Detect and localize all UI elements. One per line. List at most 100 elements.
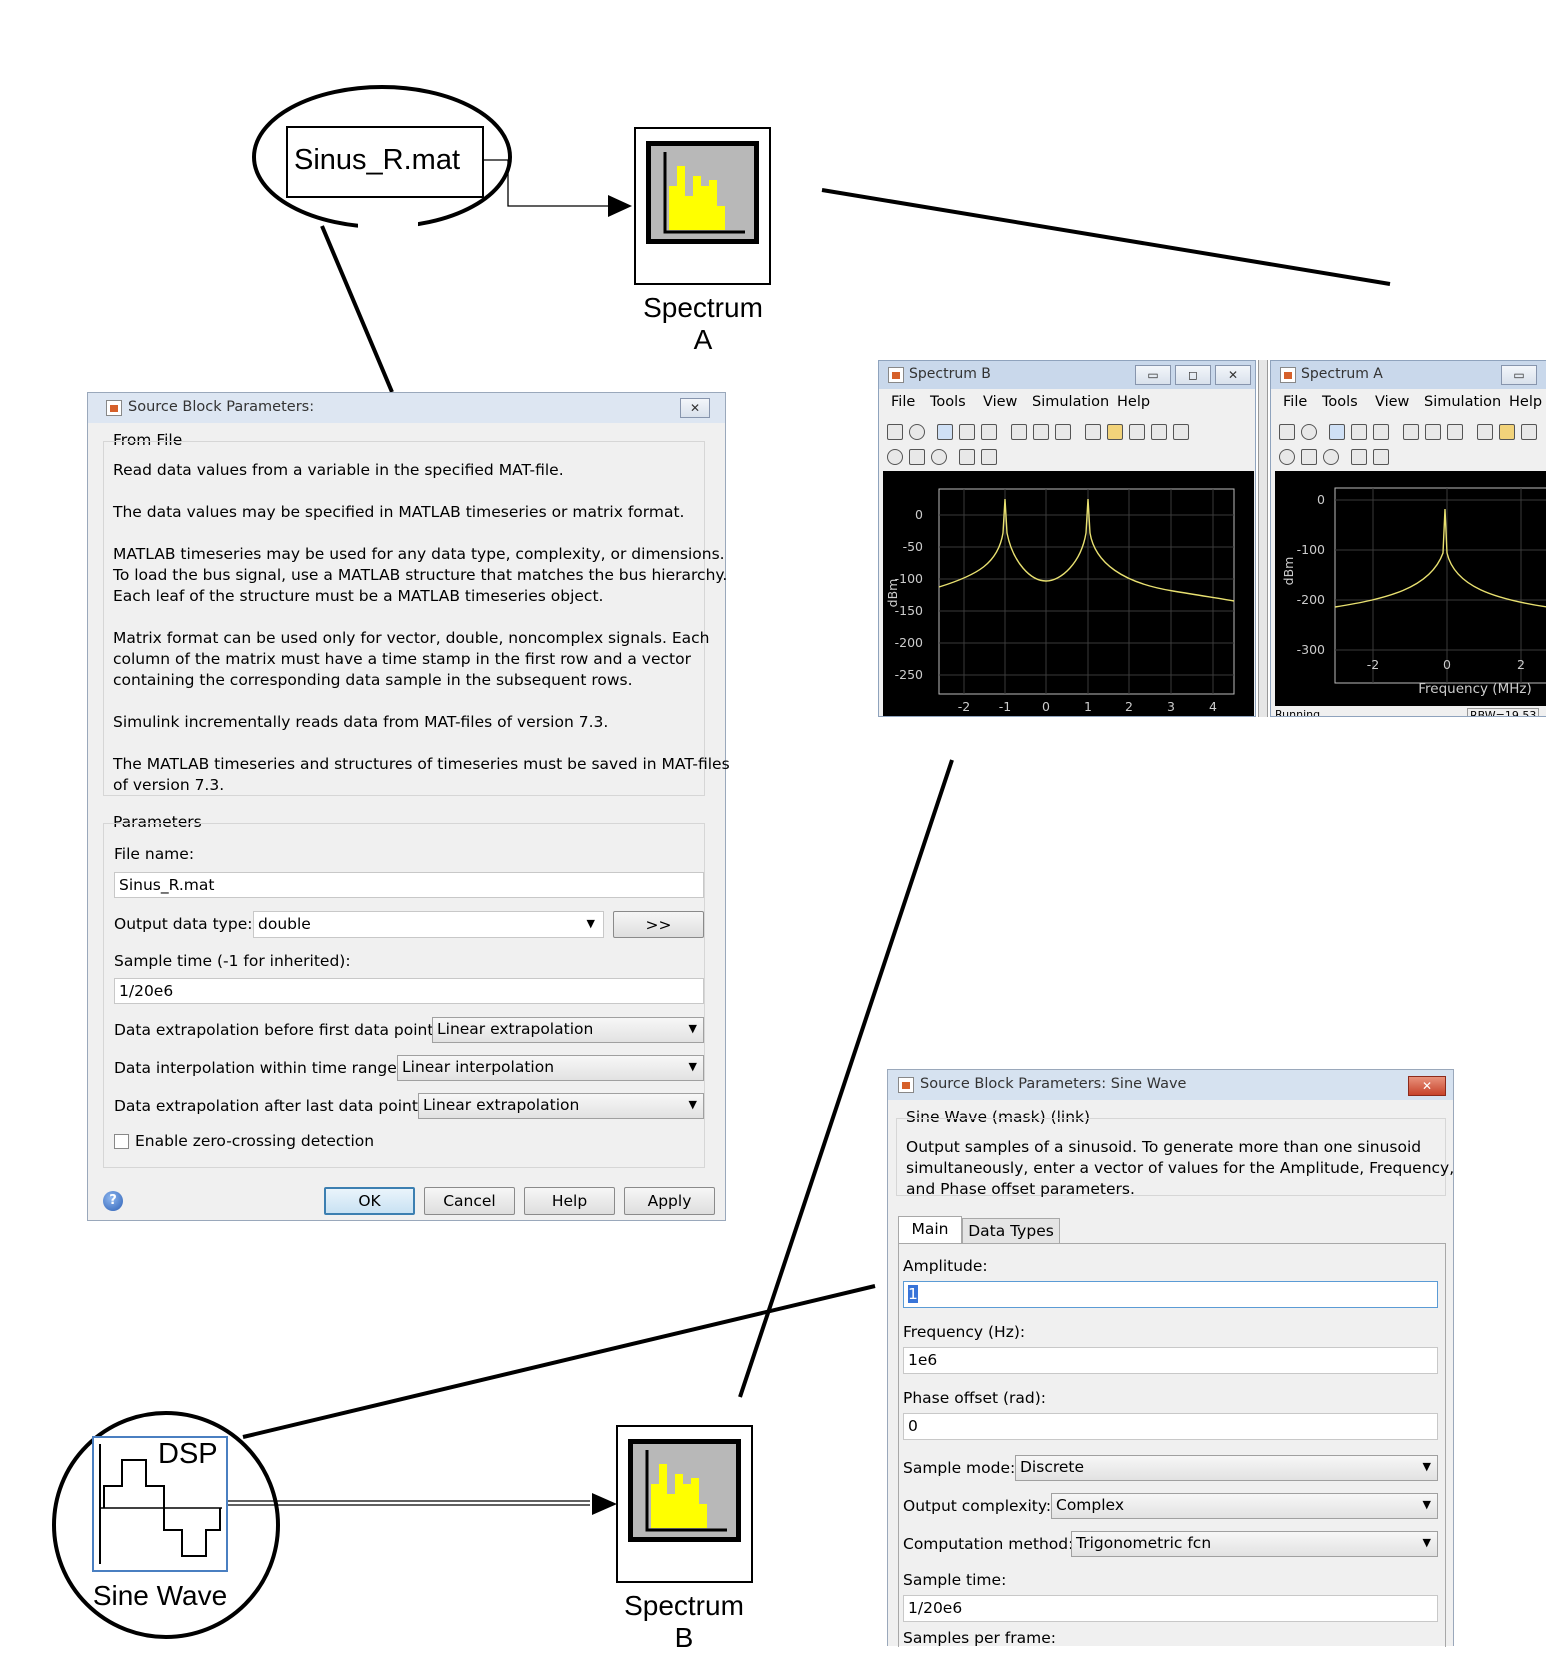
sine-block-tag: DSP — [158, 1438, 218, 1470]
dialog-titlebar[interactable]: Source Block Parameters: ✕ — [88, 393, 725, 423]
scale-y-icon[interactable] — [1033, 424, 1049, 440]
peak-icon[interactable] — [1499, 424, 1515, 440]
extrap-before-select[interactable]: Linear extrapolation ▼ — [432, 1017, 704, 1043]
output-type-combo[interactable]: double ▼ — [253, 911, 604, 938]
signal-line-a — [484, 159, 608, 207]
peak-icon[interactable] — [1107, 424, 1123, 440]
menu-simulation[interactable]: Simulation — [1424, 394, 1502, 410]
output-type-label: Output data type: — [114, 915, 253, 933]
minimize-button[interactable]: ▭ — [1135, 365, 1171, 385]
menu-tools[interactable]: Tools — [1322, 394, 1358, 410]
snapshot-icon[interactable] — [1373, 449, 1389, 465]
scale-x-icon[interactable] — [1011, 424, 1027, 440]
menu-view[interactable]: View — [983, 394, 1018, 410]
x-tick-label: 3 — [1167, 699, 1175, 714]
from-file-block[interactable]: Sinus_R.mat — [286, 126, 484, 198]
phase-input[interactable]: 0 — [903, 1413, 1438, 1440]
menu-file[interactable]: File — [1283, 394, 1308, 410]
data-type-assistant-button[interactable]: >> — [613, 911, 704, 938]
sample-time-input[interactable]: 1/20e6 — [903, 1595, 1438, 1622]
maximize-button[interactable]: ◻ — [1175, 365, 1211, 385]
y-tick-label: -200 — [1297, 592, 1325, 607]
zoom-in-icon[interactable] — [937, 424, 953, 440]
help-button[interactable]: Help — [524, 1187, 615, 1215]
spectrum-b-plot[interactable]: 0 -50 -100 -150 -200 -250 -2 -1 0 1 2 3 … — [883, 471, 1254, 716]
ccdf-icon[interactable] — [1173, 424, 1189, 440]
close-button[interactable]: ✕ — [1408, 1076, 1446, 1096]
ok-button[interactable]: OK — [324, 1187, 415, 1215]
from-file-block-label: Sinus_R.mat — [294, 144, 461, 176]
window-titlebar[interactable]: Spectrum A ▭ — [1271, 361, 1546, 389]
menu-help[interactable]: Help — [1509, 394, 1543, 410]
step-icon[interactable] — [1301, 449, 1317, 465]
computation-select[interactable]: Trigonometric fcn ▼ — [1071, 1531, 1438, 1557]
help-icon[interactable]: ? — [103, 1191, 123, 1211]
tab-main[interactable]: Main — [898, 1216, 962, 1244]
spectrum-a-block[interactable] — [634, 127, 771, 285]
ruler-icon[interactable] — [1477, 424, 1493, 440]
spectrum-a-plot[interactable]: 0 -100 -200 -300 -2 0 2 Frequency (MHz) … — [1275, 471, 1546, 706]
zoom-in-icon[interactable] — [1329, 424, 1345, 440]
settings-icon[interactable] — [909, 424, 925, 440]
interp-select[interactable]: Linear interpolation ▼ — [397, 1055, 704, 1081]
close-button[interactable]: ✕ — [680, 398, 710, 418]
scale-x-icon[interactable] — [1403, 424, 1419, 440]
amplitude-input[interactable]: 1 — [903, 1281, 1438, 1308]
tab-data-types[interactable]: Data Types — [962, 1218, 1060, 1244]
pause-icon[interactable] — [1279, 449, 1295, 465]
zoom-y-icon[interactable] — [1373, 424, 1389, 440]
scale-y-icon[interactable] — [1425, 424, 1441, 440]
autoscale-icon[interactable] — [1447, 424, 1463, 440]
window-title: Spectrum B — [909, 366, 991, 382]
ruler-icon[interactable] — [1085, 424, 1101, 440]
x-axis-label: Frequency (MHz) — [1418, 681, 1531, 697]
output-complexity-select[interactable]: Complex ▼ — [1051, 1493, 1438, 1519]
description-group — [103, 441, 705, 796]
zoom-x-icon[interactable] — [1351, 424, 1367, 440]
description-text: and Phase offset parameters. — [906, 1180, 1135, 1198]
dialog-titlebar[interactable]: Source Block Parameters: Sine Wave ✕ — [888, 1070, 1453, 1100]
distortion-icon[interactable] — [1151, 424, 1167, 440]
menu-tools[interactable]: Tools — [930, 394, 966, 410]
minimize-button[interactable]: ▭ — [1501, 365, 1537, 385]
cancel-button[interactable]: Cancel — [424, 1187, 515, 1215]
apply-button[interactable]: Apply — [624, 1187, 715, 1215]
y-tick-label: 0 — [915, 507, 923, 522]
sine-wave-block[interactable]: DSP — [92, 1436, 228, 1572]
stop-icon[interactable] — [1323, 449, 1339, 465]
file-name-input[interactable]: Sinus_R.mat — [114, 872, 704, 898]
computation-label: Computation method: — [903, 1535, 1074, 1553]
stop-icon[interactable] — [931, 449, 947, 465]
print-icon[interactable] — [1279, 424, 1295, 440]
description-text: Read data values from a variable in the … — [113, 461, 564, 479]
pause-icon[interactable] — [887, 449, 903, 465]
frequency-input[interactable]: 1e6 — [903, 1347, 1438, 1374]
cursor-icon[interactable] — [1521, 424, 1537, 440]
spectrum-b-block[interactable] — [616, 1425, 753, 1583]
zero-crossing-checkbox[interactable] — [114, 1134, 129, 1149]
menu-view[interactable]: View — [1375, 394, 1410, 410]
step-icon[interactable] — [909, 449, 925, 465]
x-tick-label: -1 — [999, 699, 1011, 714]
menu-file[interactable]: File — [891, 394, 916, 410]
menu-help[interactable]: Help — [1117, 394, 1151, 410]
dialog-title: Source Block Parameters: — [128, 399, 315, 415]
highlight-block-icon[interactable] — [959, 449, 975, 465]
settings-icon[interactable] — [1301, 424, 1317, 440]
sample-mode-select[interactable]: Discrete ▼ — [1015, 1455, 1438, 1481]
window-titlebar[interactable]: Spectrum B ▭ ◻ ✕ — [879, 361, 1255, 389]
sample-time-input[interactable]: 1/20e6 — [114, 978, 704, 1004]
autoscale-icon[interactable] — [1055, 424, 1071, 440]
print-icon[interactable] — [887, 424, 903, 440]
snapshot-icon[interactable] — [981, 449, 997, 465]
status-running: Running — [1275, 708, 1321, 717]
zoom-x-icon[interactable] — [959, 424, 975, 440]
extrap-after-select[interactable]: Linear extrapolation ▼ — [418, 1093, 704, 1119]
highlight-block-icon[interactable] — [1351, 449, 1367, 465]
menu-simulation[interactable]: Simulation — [1032, 394, 1110, 410]
zoom-y-icon[interactable] — [981, 424, 997, 440]
sample-mode-value: Discrete — [1020, 1458, 1085, 1476]
cursor-icon[interactable] — [1129, 424, 1145, 440]
spectrum-a-window: Spectrum A ▭ File Tools View Simulation … — [1270, 360, 1546, 717]
close-button[interactable]: ✕ — [1215, 365, 1251, 385]
